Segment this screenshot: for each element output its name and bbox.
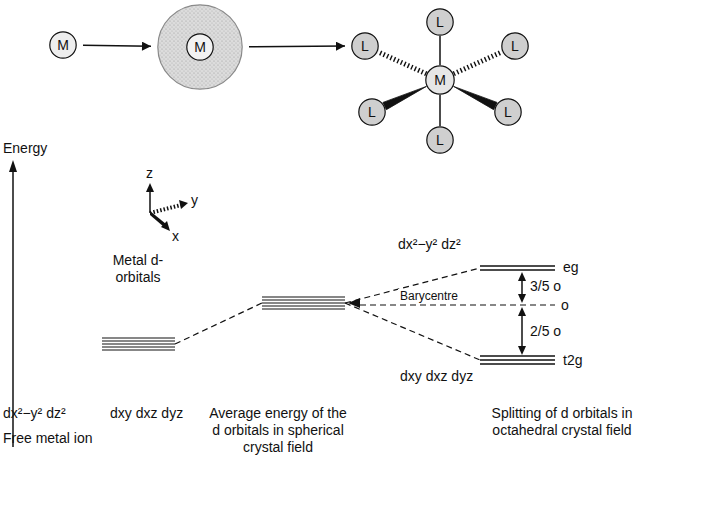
y-arrowhead: [179, 200, 188, 209]
energy-arrowhead: [9, 160, 17, 172]
axis-label: z: [146, 165, 153, 182]
node-text: M: [57, 38, 69, 52]
metal-ion: M: [186, 33, 214, 61]
free-ion-levels: [102, 338, 175, 350]
ligand: L: [351, 32, 379, 60]
t2g-levels: [480, 356, 555, 364]
ligand: L: [501, 32, 529, 60]
node-text: M: [194, 40, 206, 54]
stage-caption: Average energy of the d orbitals in sphe…: [208, 405, 348, 455]
bond-line: [378, 52, 427, 74]
stage-caption: Splitting of d orbitals in octahedral cr…: [472, 405, 652, 439]
barycentre-label: Barycentre: [398, 289, 460, 303]
circle-outline: [502, 33, 528, 59]
orbital-label: dxy dxz dyz: [400, 368, 473, 385]
circle-outline: [187, 34, 213, 60]
x-arrowhead: [161, 221, 170, 231]
arrowhead: [518, 272, 526, 281]
symmetry-label: eg: [563, 259, 579, 276]
orbital-label: dxy dxz dyz: [110, 405, 183, 422]
barycentre-arrowhead: [348, 298, 360, 308]
correlation-lines: [175, 268, 555, 360]
bond-line: [383, 86, 426, 109]
circle-outline: [158, 5, 242, 89]
energy-fraction: 2/5 o: [530, 323, 561, 340]
symmetry-label: t2g: [563, 352, 582, 369]
process-arrow: [249, 45, 345, 47]
bond-line: [454, 52, 503, 74]
stage-caption: Free metal ion: [3, 430, 92, 447]
metal-ion: M: [425, 65, 455, 95]
circle-outline: [352, 33, 378, 59]
circle-outline: [359, 99, 385, 125]
axis-label: Energy: [3, 140, 47, 157]
z-axis: [149, 190, 151, 213]
ligand: L: [426, 126, 454, 154]
node-text: L: [511, 39, 519, 53]
node-text: L: [368, 105, 376, 119]
eg-levels: [480, 266, 555, 270]
ligand: L: [358, 98, 386, 126]
metal-ion: M: [49, 31, 77, 59]
y-axis: [150, 205, 181, 213]
spherical-levels: [262, 297, 345, 309]
node-text: L: [504, 105, 512, 119]
bond-line: [439, 36, 441, 65]
ligand: L: [426, 8, 454, 36]
bond-line: [454, 86, 497, 109]
level-label: Metal d-orbitals: [98, 252, 178, 286]
energy-fraction: 3/5 o: [530, 278, 561, 295]
node-text: M: [434, 73, 446, 87]
circle-outline: [426, 66, 454, 94]
bond-line: [439, 95, 441, 126]
arrowhead: [518, 294, 526, 303]
splitting-symbol: o: [561, 297, 569, 314]
circle-outline: [50, 32, 76, 58]
spherical-field: M: [157, 4, 243, 90]
node-text: L: [436, 133, 444, 147]
circle-outline: [427, 9, 453, 35]
arrowhead: [518, 346, 526, 355]
z-arrowhead: [146, 183, 154, 192]
orbital-label: dx²−y² dz²: [3, 405, 66, 422]
axis-label: x: [172, 228, 179, 245]
node-text: L: [436, 15, 444, 29]
circle-outline: [427, 127, 453, 153]
circle-outline: [495, 99, 521, 125]
lower-split-arrow: [521, 311, 523, 351]
arrowhead: [518, 307, 526, 316]
node-text: L: [361, 39, 369, 53]
orbital-label: dx²−y² dz²: [398, 236, 461, 253]
axis-label: y: [191, 192, 198, 209]
ligand: L: [494, 98, 522, 126]
process-arrow: [83, 45, 151, 47]
